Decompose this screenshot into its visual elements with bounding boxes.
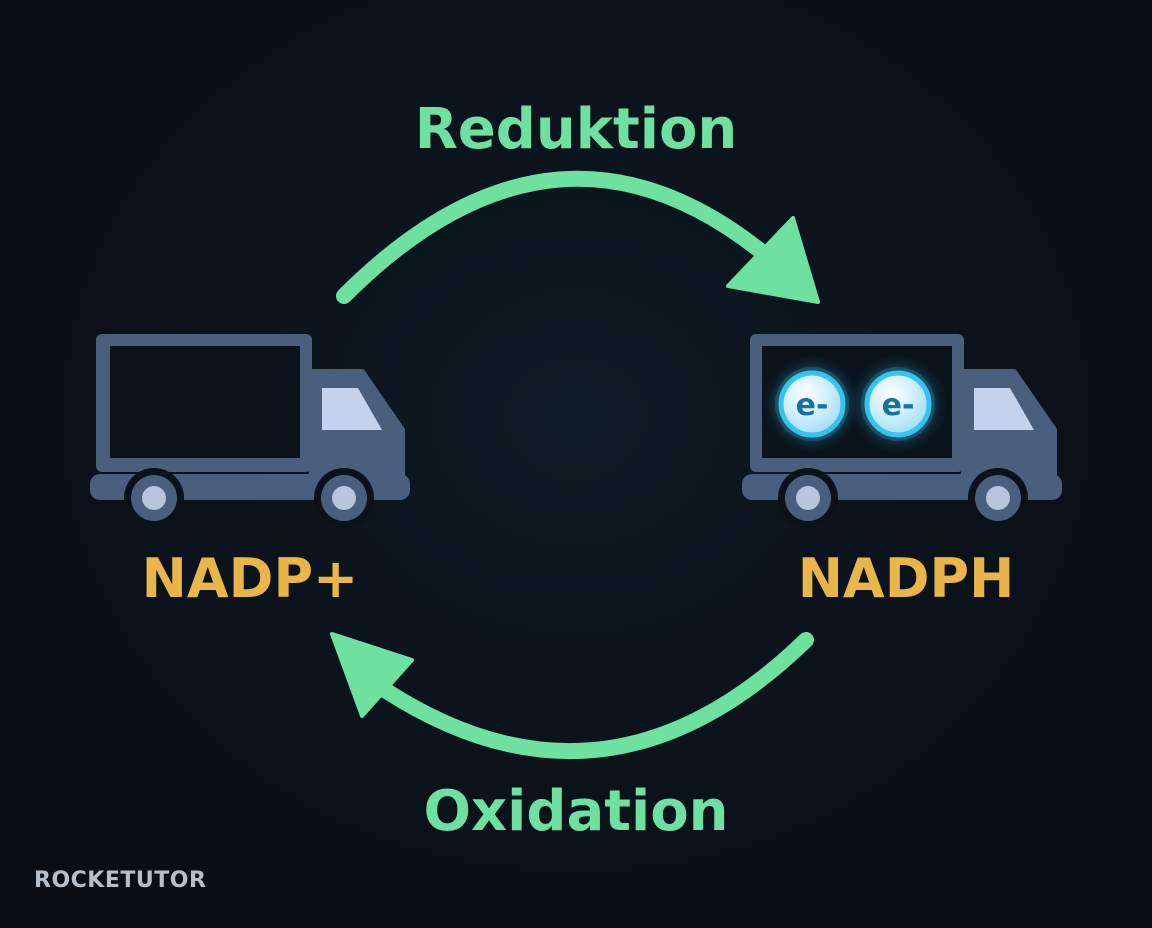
nadp-plus-label: NADP+ <box>142 547 359 610</box>
loaded-truck-icon: e- e- <box>742 334 1062 528</box>
electron-label: e- <box>796 388 829 423</box>
reduction-arrow <box>336 170 820 304</box>
electron-icon: e- <box>861 367 935 441</box>
electron-label: e- <box>882 388 915 423</box>
empty-truck-icon <box>90 334 410 528</box>
oxidation-arrow <box>330 632 814 760</box>
nadph-label: NADPH <box>798 547 1015 610</box>
electron-icon: e- <box>775 367 849 441</box>
reduction-label: Reduktion <box>415 97 738 162</box>
rocketutor-logo: ROCKETUTOR <box>34 868 207 893</box>
oxidation-label: Oxidation <box>423 779 728 844</box>
